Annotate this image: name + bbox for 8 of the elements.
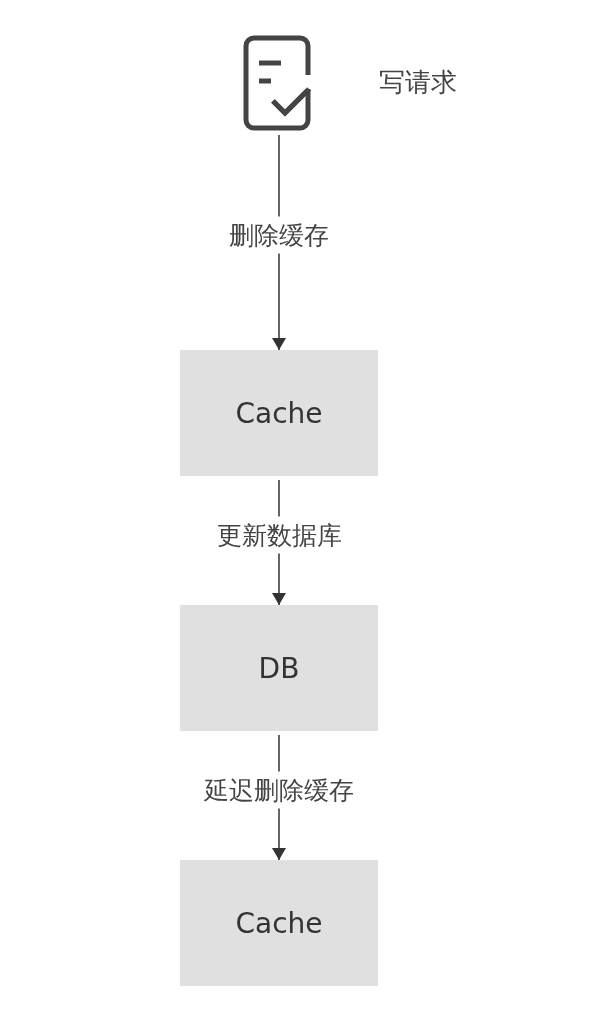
process-box: Cache: [180, 860, 378, 986]
process-box: DB: [180, 605, 378, 731]
edge-label: 删除缓存: [229, 216, 329, 253]
process-box: Cache: [180, 350, 378, 476]
document-check-icon: [243, 35, 311, 131]
request-label: 写请求: [379, 66, 457, 99]
edge-label: 更新数据库: [216, 516, 342, 553]
edge-label: 延迟删除缓存: [204, 771, 354, 808]
